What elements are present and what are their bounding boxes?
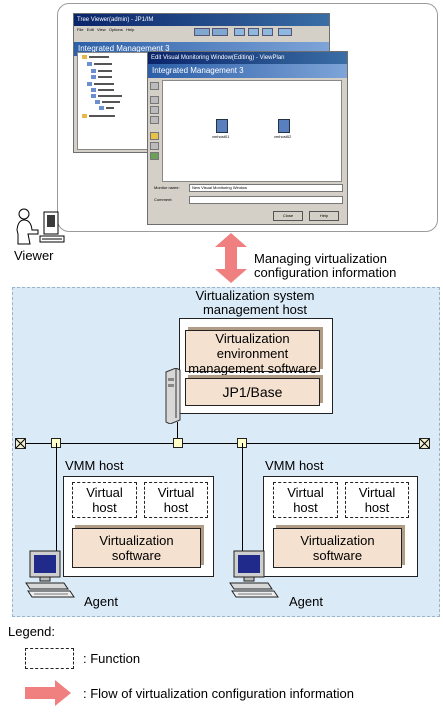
managing-label-line2: configuration information [254, 265, 397, 280]
vmhost02-label: vmhost02 [274, 134, 292, 139]
monitor-name-label: Monitor name: [154, 185, 180, 190]
virtual-host-right-2: Virtual host [345, 482, 409, 518]
legend-function-label: : Function [83, 651, 141, 666]
network-terminator-left [15, 438, 26, 449]
vmhost01-label: vmhost01 [212, 134, 230, 139]
mgmt-host-link [177, 422, 178, 443]
viewer-label: Viewer [14, 248, 54, 263]
network-terminator-right [419, 438, 430, 449]
virtual-host-right-2-line1: Virtual [358, 485, 396, 500]
virt-software-left-line1: Virtualization [99, 533, 174, 548]
agent-computer-left-icon [25, 550, 75, 598]
venv-line2: environment [216, 346, 289, 361]
monitor-name-field[interactable]: New Visual Monitoring Window [189, 184, 343, 192]
virtualization-software-left: Virtualization software [72, 528, 201, 568]
agent-computer-right-icon [229, 550, 279, 598]
close-button[interactable]: Close [273, 211, 303, 221]
virtual-host-left-1: Virtual host [72, 482, 137, 518]
monitoring-canvas[interactable]: vmhost01 vmhost02 [162, 80, 342, 182]
venv-line1: Virtualization [215, 331, 290, 346]
agent-right-label: Agent [289, 594, 323, 609]
visual-monitoring-header: Integrated Management 3 [148, 64, 347, 78]
virt-software-right-line1: Virtualization [300, 533, 375, 548]
jp1-base-label: JP1/Base [222, 384, 283, 400]
menu-help[interactable]: Help [126, 27, 135, 32]
legend-flow-label: : Flow of virtualization configuration i… [83, 686, 354, 701]
virt-software-left-line2: software [111, 548, 162, 563]
virtual-host-left-2: Virtual host [144, 482, 208, 518]
viewer-person-icon [16, 208, 65, 245]
virtual-host-right-1: Virtual host [273, 482, 338, 518]
tree-viewer-titlebar: Tree Viewer(admin) - JP1/IM [74, 14, 329, 26]
legend-function-swatch [25, 648, 74, 669]
venv-line3: management software [188, 361, 317, 376]
server-tower-icon [165, 368, 181, 424]
legend-title: Legend: [8, 624, 55, 639]
network-node-mgmt [173, 438, 183, 448]
virt-software-right-line2: software [312, 548, 363, 563]
comment-label: Comment: [154, 197, 173, 202]
virtual-host-right-1-line2: host [293, 500, 318, 515]
virtual-host-right-1-line1: Virtual [287, 485, 324, 500]
tree-pane [77, 52, 149, 150]
menu-file[interactable]: File [77, 27, 84, 32]
virtual-host-left-1-line2: host [92, 500, 117, 515]
right-host-link [242, 443, 243, 553]
tree-nodes [82, 55, 122, 118]
virtual-host-left-2-line2: host [163, 500, 189, 515]
agent-left-label: Agent [84, 594, 118, 609]
left-toolbar [150, 80, 160, 180]
visual-monitoring-window: Edit Visual Monitoring Window(Editing) -… [147, 51, 348, 225]
jp1-base-box: JP1/Base [185, 378, 320, 406]
virtual-host-right-2-line2: host [364, 500, 390, 515]
virtual-host-left-2-line1: Virtual [157, 485, 195, 500]
mgmt-host-title-line1: Virtualization system [195, 288, 315, 303]
virtualization-environment-management-software: Virtualization environment management so… [185, 330, 320, 376]
comment-field[interactable] [189, 196, 343, 204]
vmhost01-icon[interactable] [216, 119, 228, 133]
legend-flow-arrow-icon [25, 680, 71, 706]
menu-options[interactable]: Options [109, 27, 123, 32]
menu-view[interactable]: View [97, 27, 106, 32]
toolbar-strip [194, 27, 326, 36]
visual-monitoring-titlebar: Edit Visual Monitoring Window(Editing) -… [148, 52, 347, 64]
mgmt-host-title-line2: management host [202, 302, 308, 317]
left-host-link [56, 443, 57, 553]
help-button[interactable]: Help [309, 211, 339, 221]
virtual-host-left-1-line1: Virtual [86, 485, 123, 500]
vmm-host-right-label: VMM host [265, 458, 324, 473]
menu-edit[interactable]: Edit [86, 27, 94, 32]
managing-label-line1: Managing virtualization [254, 251, 387, 266]
managing-double-arrow-icon [215, 233, 247, 283]
virtualization-software-right: Virtualization software [273, 528, 402, 568]
vmm-host-left-label: VMM host [65, 458, 124, 473]
vmhost02-icon[interactable] [278, 119, 290, 133]
network-line [24, 443, 424, 444]
